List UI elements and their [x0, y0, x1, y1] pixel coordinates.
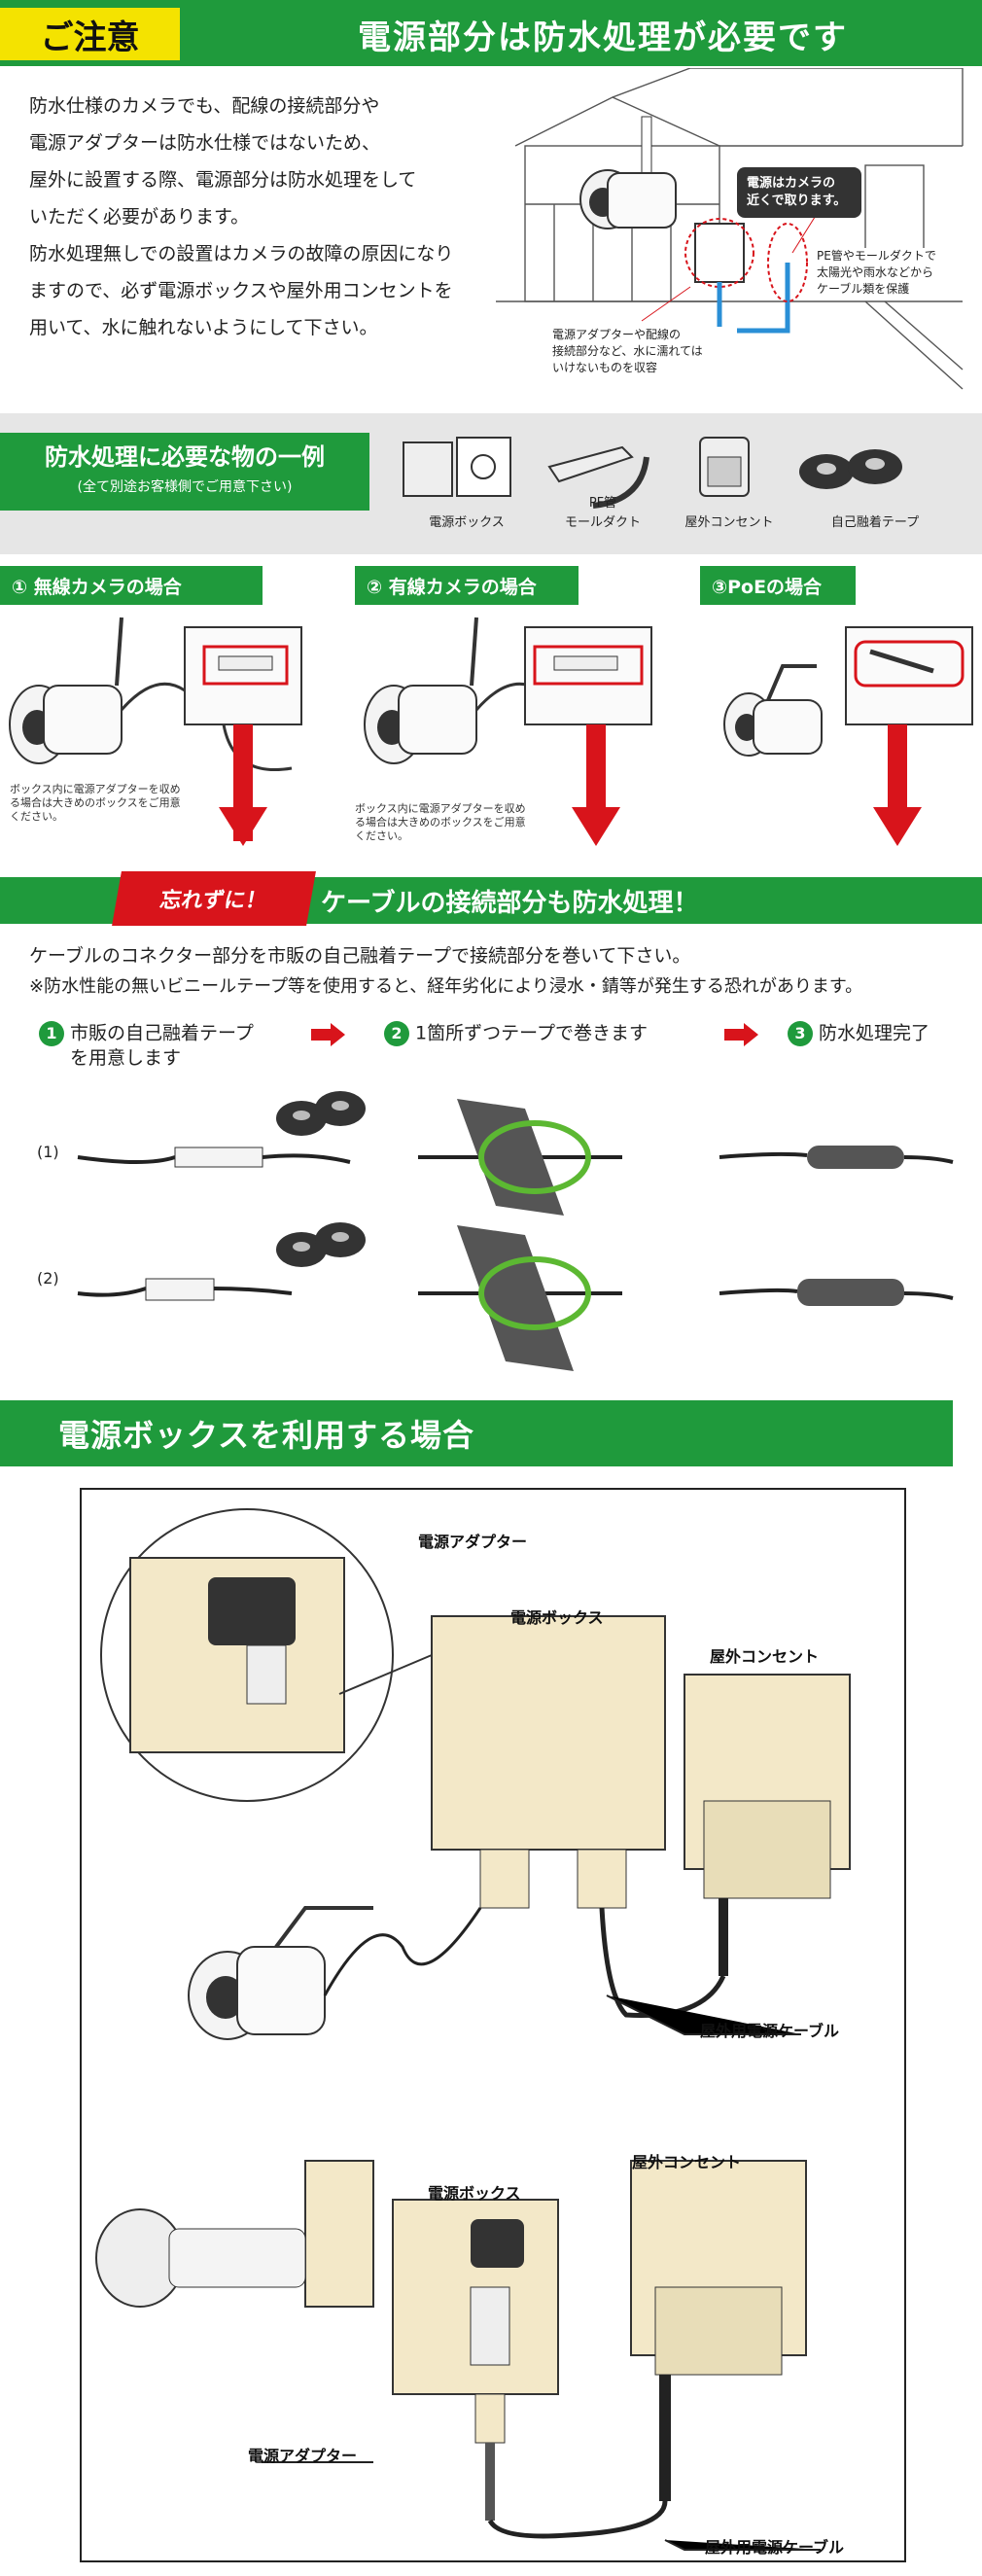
- needed-items-icons: [403, 437, 902, 509]
- note-line: ください。: [10, 810, 63, 823]
- intro-line: 屋外に設置する際、電源部分は防水処理をして: [29, 169, 417, 191]
- power-box-icon: [403, 437, 511, 497]
- note-line: る場合は大きめのボックスをご用意: [355, 816, 526, 829]
- arrow-right-icon: [311, 1023, 345, 1046]
- callout-line: ケーブル類を保護: [817, 282, 910, 296]
- note-line: ボックス内に電源アダプターを収め: [10, 783, 181, 795]
- callout-line: PE管やモールダクトで: [817, 249, 936, 263]
- case-note-wired: ボックス内に電源アダプターを収め る場合は大きめのボックスをご用意 ください。: [355, 802, 579, 843]
- pipe-callout: PE管やモールダクトで 太陽光や雨水などから ケーブル類を保護: [817, 248, 972, 298]
- callout-line: いけないものを収容: [552, 361, 658, 374]
- adapter-icon: [208, 1577, 296, 1645]
- label-power-box-2: 電源ボックス: [428, 2184, 521, 2203]
- bubble-line: 近くで取ります。: [747, 194, 847, 208]
- step-1: 1 市販の自己融着テープ を用意します: [39, 1021, 311, 1070]
- step-2: 2 1箇所ずつテープで巻きます: [384, 1021, 705, 1046]
- step-number: 2: [384, 1021, 409, 1046]
- power-box-icon: [431, 1615, 666, 1851]
- needed-subtitle: (全て別途お客様側でご用意下さい): [77, 479, 293, 495]
- cable-row-2: [77, 1222, 954, 1371]
- callout-line: 接続部分など、水に濡れては: [552, 344, 703, 358]
- note-line: ボックス内に電源アダプターを収め: [355, 802, 526, 815]
- item-label-tape: 自己融着テープ: [830, 515, 920, 530]
- row-label-1: (1): [37, 1143, 59, 1161]
- step-number: 1: [39, 1021, 64, 1046]
- box-callout: 電源アダプターや配線の 接続部分など、水に濡れては いけないものを収容: [552, 327, 737, 376]
- item-label-mold-duct: モールダクト: [564, 515, 641, 530]
- powerbox-title: 電源ボックスを利用する場合: [58, 1417, 475, 1454]
- item-label-power-box: 電源ボックス: [429, 515, 505, 530]
- label-outdoor-outlet-2: 屋外コンセント: [632, 2153, 742, 2171]
- tape-icon: [799, 449, 902, 489]
- intro-line: 防水仕様のカメラでも、配線の接続部分や: [29, 95, 380, 117]
- outdoor-outlet-icon: [699, 437, 750, 497]
- case-note-wireless: ボックス内に電源アダプターを収め る場合は大きめのボックスをご用意 ください。: [10, 783, 233, 824]
- label-outdoor-cable-2: 屋外用電源ケーブル: [705, 2538, 845, 2557]
- case-header-wireless: ① 無線カメラの場合: [0, 566, 263, 605]
- powerbox-diagram-frame: [80, 1488, 906, 2562]
- row-label-2: (2): [37, 1269, 59, 1288]
- cable-illustrations: [77, 1023, 954, 1371]
- powerbox-band: [0, 1400, 953, 1466]
- note-line: る場合は大きめのボックスをご用意: [10, 796, 181, 809]
- intro-line: 防水処理無しでの設置はカメラの故障の原因になり: [29, 243, 454, 265]
- step-text-2: を用意します: [70, 1047, 182, 1069]
- powerbox-illustrations: [95, 1508, 851, 2551]
- label-adapter-2: 電源アダプター: [248, 2447, 358, 2465]
- caution-badge: ご注意: [0, 8, 180, 60]
- cable-row-1: [77, 1091, 954, 1216]
- callout-line: 太陽光や雨水などから: [817, 265, 934, 279]
- pf-pipe-icon: [547, 445, 649, 509]
- adapter-icon: [471, 2219, 524, 2268]
- intro-line: 用いて、水に触れないようにして下さい。: [29, 317, 378, 338]
- item-label-pf-pipe: PF管: [588, 496, 617, 511]
- label-adapter: 電源アダプター: [418, 1533, 528, 1551]
- junction-box-icon: [694, 223, 745, 283]
- case-header-poe: ③PoEの場合: [700, 566, 856, 605]
- note-line: ください。: [355, 829, 408, 842]
- step-number: 3: [788, 1021, 813, 1046]
- needed-title-box: [0, 433, 369, 511]
- step-text: 市販の自己融着テープ: [70, 1022, 254, 1044]
- bubble-line: 電源はカメラの: [747, 176, 836, 191]
- forget-badge: 忘れずに！: [112, 871, 316, 926]
- needed-title: 防水処理に必要な物の一例: [45, 443, 325, 471]
- cable-title: ケーブルの接続部分も防水処理！: [321, 888, 699, 918]
- cable-warning: ※防水性能の無いビニールテープ等を使用すると、経年劣化により浸水・錆等が発生する…: [29, 976, 863, 997]
- label-outdoor-outlet: 屋外コンセント: [710, 1647, 820, 1666]
- arrow-right-icon: [724, 1023, 758, 1046]
- step-3: 3 防水処理完了: [788, 1021, 972, 1046]
- intro-line: 電源アダプターは防水仕様ではないため、: [29, 132, 381, 154]
- intro-line: いただく必要があります。: [29, 206, 250, 228]
- callout-bubble: 電源はカメラの 近くで取ります。: [737, 167, 861, 218]
- label-outdoor-cable: 屋外用電源ケーブル: [700, 2022, 840, 2040]
- cable-instruction: ケーブルのコネクター部分を市販の自己融着テープで接続部分を巻いて下さい。: [29, 945, 691, 967]
- step-text: 防水処理完了: [819, 1022, 930, 1044]
- house-illustration: [496, 68, 964, 390]
- callout-line: 電源アダプターや配線の: [552, 328, 682, 341]
- item-label-outlet: 屋外コンセント: [684, 515, 774, 530]
- case-illustrations: [9, 617, 973, 846]
- intro-line: ますので、必ず電源ボックスや屋外用コンセントを: [29, 280, 453, 301]
- label-power-box: 電源ボックス: [510, 1608, 604, 1627]
- intro-text: 防水仕様のカメラでも、配線の接続部分や 電源アダプターは防水仕様ではないため、 …: [29, 88, 486, 346]
- case-header-wired: ② 有線カメラの場合: [355, 566, 579, 605]
- camera-icon: [579, 116, 677, 229]
- step-text: 1箇所ずつテープで巻きます: [415, 1022, 648, 1044]
- page-title: 電源部分は防水処理が必要です: [358, 18, 848, 57]
